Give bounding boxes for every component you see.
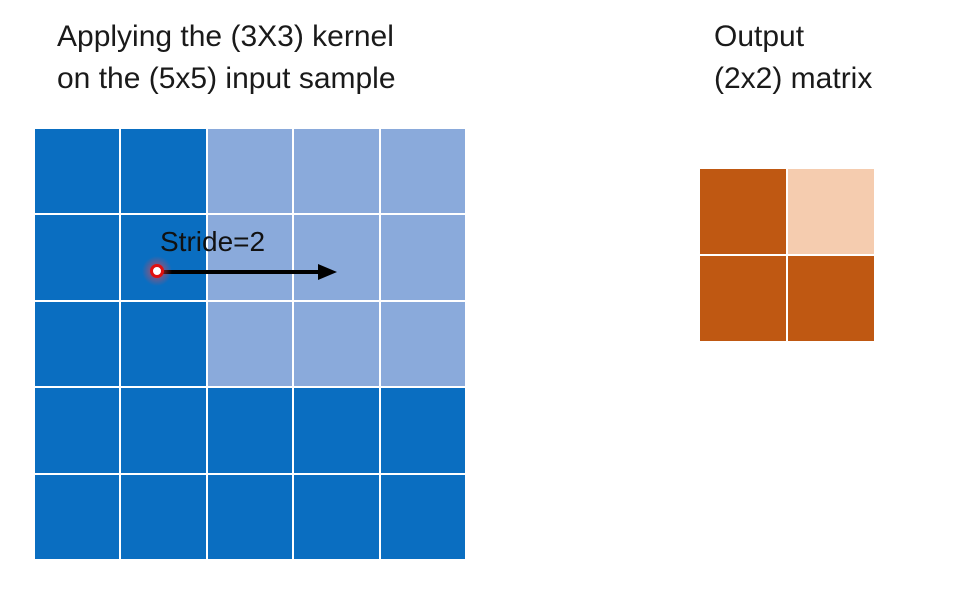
input-cell (35, 215, 120, 300)
input-cell (35, 129, 120, 214)
output-cell (700, 169, 786, 254)
output-title-line-1: Output (714, 20, 805, 53)
output-title: Output (2x2) matrix (714, 16, 872, 100)
pointer-dot (150, 264, 164, 278)
kernel-cell (294, 129, 379, 214)
arrow-head (318, 264, 337, 280)
kernel-cell (207, 301, 293, 387)
stride-arrow (142, 256, 337, 286)
input-cell (121, 474, 206, 559)
input-cell (380, 388, 465, 473)
output-cell (788, 256, 874, 341)
input-cell (121, 388, 206, 473)
input-cell (35, 301, 120, 387)
kernel-cell (294, 301, 379, 387)
input-cell (380, 474, 465, 559)
input-cell (294, 474, 379, 559)
input-cell (294, 388, 379, 473)
output-cell (700, 256, 786, 341)
input-matrix (35, 129, 465, 559)
output-matrix (700, 169, 874, 341)
input-cell (121, 301, 206, 387)
kernel-cell (294, 215, 379, 300)
input-cell (121, 129, 206, 214)
input-cell (207, 474, 293, 559)
input-cell (207, 388, 293, 473)
output-title-line-2: (2x2) matrix (714, 62, 873, 95)
kernel-cell (380, 215, 465, 300)
input-cell (35, 388, 120, 473)
stride-label: Stride=2 (160, 226, 266, 257)
kernel-cell (207, 215, 293, 300)
input-title-line-2: on the (5x5) input sample (57, 62, 396, 95)
input-title-line-1: Applying the (3X3) kernel (57, 20, 394, 53)
input-title: Applying the (3X3) kernel on the (5x5) i… (57, 16, 396, 100)
kernel-cell (207, 129, 293, 214)
kernel-cell (380, 129, 465, 214)
output-cell-current (788, 169, 874, 254)
kernel-cell (380, 301, 465, 387)
input-cell (35, 474, 120, 559)
